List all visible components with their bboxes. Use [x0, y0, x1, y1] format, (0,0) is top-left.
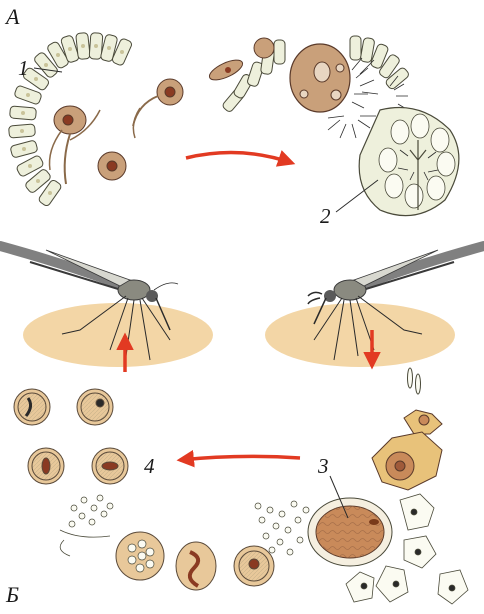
liver-cells — [372, 410, 442, 490]
salivary-gland — [359, 108, 459, 216]
label-4: 4 — [144, 456, 155, 477]
skin-patch-left — [23, 303, 213, 367]
ookinete-cells — [50, 79, 184, 184]
erythrocytes — [14, 389, 274, 590]
arrow-icon — [180, 456, 300, 460]
panel-label-a: А — [6, 6, 19, 28]
label-3: 3 — [318, 456, 329, 477]
label-1: 1 — [18, 58, 29, 79]
label-2: 2 — [320, 206, 331, 227]
panel-label-b: Б — [6, 584, 19, 606]
liver-schizont — [255, 494, 468, 604]
sporozoites — [408, 368, 421, 394]
arrow-icon — [186, 153, 292, 163]
skin-patch-right — [265, 303, 455, 367]
